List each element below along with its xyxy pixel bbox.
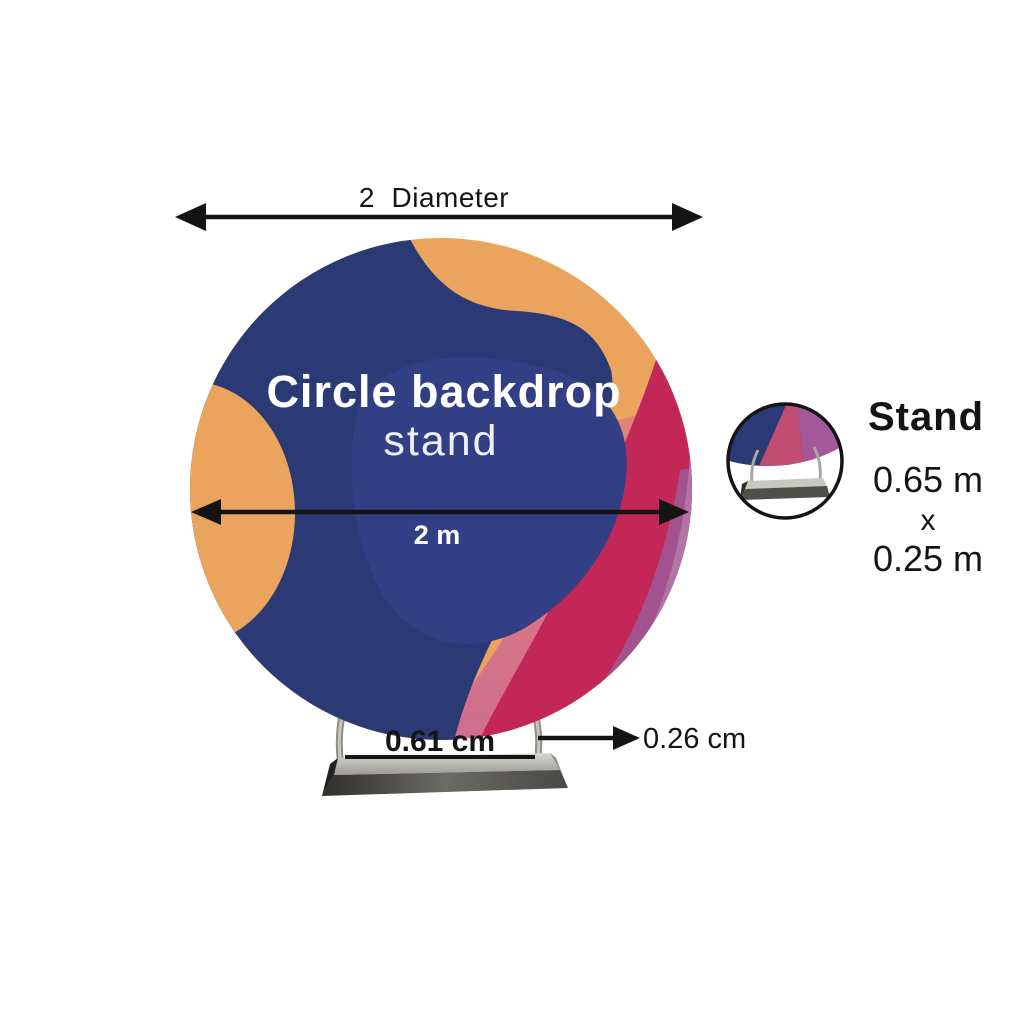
inset-base [740, 478, 830, 500]
inset-circle-outline [726, 402, 844, 520]
base-depth-dimension-label: 0.26 cm [643, 723, 747, 755]
base-depth-leader-arrow [538, 726, 640, 750]
inner-width-arrow [191, 499, 689, 525]
inner-width-dimension-label: 2 m [413, 520, 461, 550]
navy-highlight-blob [351, 357, 627, 644]
crimson-stripe [470, 338, 692, 740]
stand-height-value: 0.65 m [872, 459, 984, 500]
inset-leg-right [812, 446, 822, 482]
backdrop-circle [190, 238, 692, 740]
stand-heading: Stand [867, 395, 985, 439]
base-width-dimension-label: 0.61 cm [384, 725, 496, 758]
diameter-arrow [175, 203, 703, 231]
stand-dimension-separator: x [920, 504, 936, 537]
inset-stand-view [726, 402, 844, 520]
orange-side-blob [190, 382, 295, 644]
inset-crimson-stripe [752, 404, 806, 466]
stand-base [322, 753, 568, 796]
backdrop-title: Circle backdrop [266, 366, 622, 417]
diameter-dimension-label: 2 Diameter [358, 182, 510, 213]
stand-width-value: 0.25 m [872, 538, 984, 579]
backdrop-subtitle: stand [383, 417, 499, 465]
